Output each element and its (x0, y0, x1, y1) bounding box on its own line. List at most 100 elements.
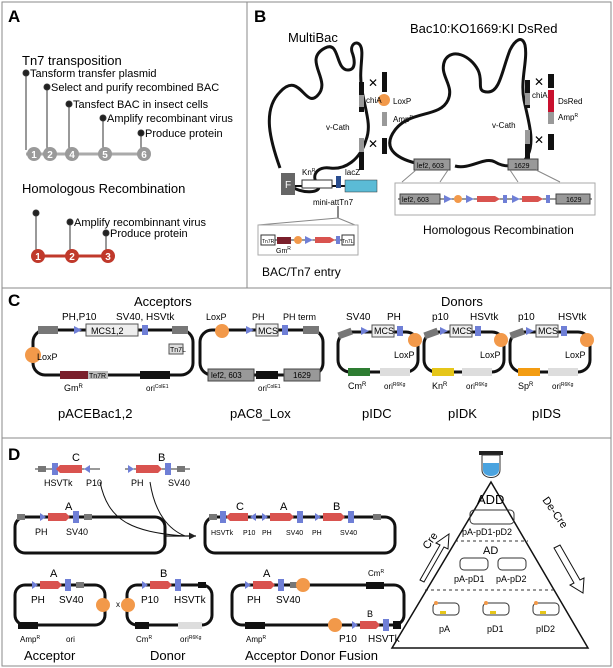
tn7-step-5: Produce protein (145, 128, 223, 140)
hr-nodes: 1 2 3 (31, 249, 115, 263)
pyramid (390, 480, 590, 649)
hr-title: Homologous Recombination (22, 181, 185, 196)
svg-text:SV40: SV40 (276, 595, 301, 606)
multibac-title: MultiBac (288, 30, 338, 45)
add-plasmid-label: pA-pD1-pD2 (462, 527, 512, 537)
svg-text:PH: PH (387, 312, 401, 323)
pids-plasmid (508, 324, 594, 376)
multigene-construct (203, 511, 397, 555)
svg-text:oriR6Kg: oriR6Kg (466, 382, 488, 391)
vcath-label-left: v-Cath (326, 123, 350, 132)
svg-text:B: B (160, 568, 167, 580)
cassette-b (125, 463, 190, 475)
tn7-steps (22, 69, 145, 150)
ad-label: AD (483, 545, 498, 557)
svg-text:A: A (280, 501, 288, 513)
panel-d-letter: D (8, 445, 20, 464)
svg-text:AmpR: AmpR (20, 635, 40, 644)
svg-text:LoxP: LoxP (565, 350, 586, 360)
svg-text:DsRed: DsRed (558, 97, 582, 106)
svg-text:B: B (333, 501, 340, 513)
svg-text:pA-pD1: pA-pD1 (454, 574, 485, 584)
svg-text:MCS1,2: MCS1,2 (91, 326, 124, 336)
svg-text:PH: PH (262, 530, 272, 537)
svg-text:CmR: CmR (368, 569, 384, 578)
svg-text:SV40, HSVtk: SV40, HSVtk (116, 312, 175, 323)
fusion-caption: Acceptor Donor Fusion (245, 648, 378, 663)
svg-text:lef2, 603: lef2, 603 (417, 163, 444, 170)
tn7-insert (257, 224, 359, 256)
svg-text:SpR: SpR (518, 381, 534, 391)
svg-text:✕: ✕ (534, 133, 544, 147)
pidk-plasmid (422, 324, 508, 376)
chia-label-left: chiA (366, 96, 382, 105)
svg-text:PH: PH (31, 595, 45, 606)
loxp-label-left: LoxP (393, 97, 411, 106)
hr-insert (394, 182, 596, 216)
svg-text:1: 1 (31, 150, 37, 161)
svg-text:MCS: MCS (452, 326, 472, 336)
svg-text:HSVTk: HSVTk (174, 595, 207, 606)
svg-text:AmpR: AmpR (558, 113, 578, 122)
times-sign: x (116, 600, 120, 609)
svg-text:C: C (236, 501, 244, 513)
svg-text:MCS: MCS (538, 326, 558, 336)
panel-a-letter: A (8, 7, 20, 26)
svg-text:KnR: KnR (432, 381, 448, 391)
bac10-title: Bac10:KO1669:KI DsRed (410, 21, 557, 36)
svg-text:A: A (50, 568, 58, 580)
svg-text:P10: P10 (243, 530, 256, 537)
decre-label: De-Cre (540, 495, 570, 531)
svg-text:A: A (65, 501, 73, 513)
svg-text:Tn7L: Tn7L (342, 239, 354, 245)
svg-text:Tn7R: Tn7R (262, 239, 275, 245)
donor-caption: Donor (150, 648, 186, 663)
svg-text:p10: p10 (432, 312, 449, 323)
donor-plasmid (121, 579, 214, 629)
svg-text:HSVtk: HSVtk (558, 312, 587, 323)
svg-text:✕: ✕ (368, 137, 378, 151)
hr-steps (32, 209, 110, 250)
svg-text:Tn7L: Tn7L (170, 347, 186, 354)
pidc-name: pIDC (362, 406, 392, 421)
svg-text:PH term: PH term (283, 312, 316, 322)
svg-text:v-Cath: v-Cath (492, 121, 516, 130)
svg-text:B: B (158, 452, 165, 464)
multibac-genome (267, 41, 370, 194)
svg-text:LoxP: LoxP (480, 350, 501, 360)
svg-text:LoxP: LoxP (37, 352, 58, 362)
svg-text:CmR: CmR (136, 635, 152, 644)
svg-text:1629: 1629 (514, 163, 530, 170)
panel-c-letter: C (8, 291, 20, 310)
svg-text:oriR6Kg: oriR6Kg (180, 635, 202, 644)
kn-label-b: KnR (302, 168, 316, 177)
svg-text:P10: P10 (339, 634, 357, 645)
svg-text:SV40: SV40 (168, 478, 190, 488)
svg-text:PH: PH (247, 595, 261, 606)
tube-icon (479, 451, 503, 478)
insertion-curve-c (99, 481, 186, 537)
svg-text:AmpR: AmpR (246, 635, 266, 644)
svg-text:MCS: MCS (374, 326, 394, 336)
add-plasmid (469, 509, 515, 525)
add-label: ADD (477, 492, 504, 507)
tn7-step-4: Amplify recombinant virus (107, 113, 233, 125)
panel-b: B MultiBac Bac10:KO1669:KI DsRed ✕ ✕ chi… (254, 7, 596, 279)
svg-text:MCS: MCS (258, 326, 278, 336)
svg-text:1629: 1629 (566, 197, 582, 204)
tn7-step-2: Select and purify recombined BAC (51, 82, 219, 94)
svg-text:F: F (285, 180, 291, 191)
pac8-plasmid (198, 323, 325, 382)
decre-arrow (553, 544, 585, 594)
svg-text:P10: P10 (86, 478, 102, 488)
svg-text:SV40: SV40 (286, 530, 303, 537)
panel-a: A Tn7 transposition Tansform transfer pl… (8, 7, 233, 263)
svg-text:PH,P10: PH,P10 (62, 312, 97, 323)
svg-text:HSVTk: HSVTk (44, 478, 73, 488)
svg-text:HSVTk: HSVTk (211, 530, 234, 537)
panel-b-letter: B (254, 7, 266, 26)
svg-text:Tn7R: Tn7R (89, 373, 106, 380)
svg-text:ori: ori (66, 635, 75, 644)
svg-text:LoxP: LoxP (206, 312, 227, 322)
